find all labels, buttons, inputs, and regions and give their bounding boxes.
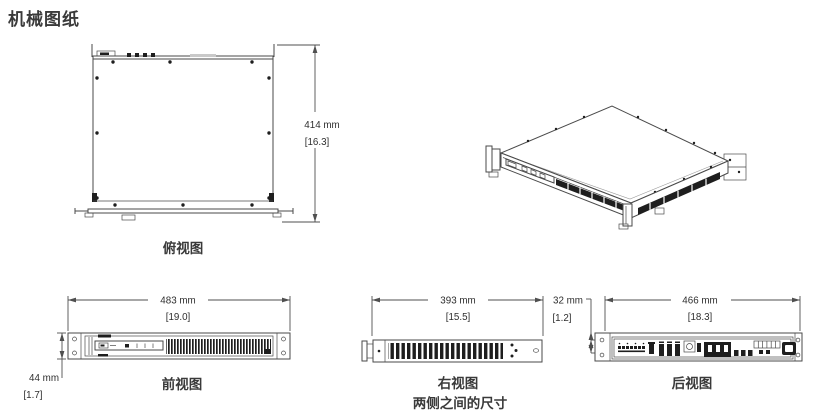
front-width-dimension: 483 mm [19.0] — [67, 296, 291, 331]
right-vent-slots — [388, 343, 503, 359]
right-depth-mm: 393 mm — [440, 296, 475, 307]
front-width-mm: 483 mm — [160, 296, 195, 307]
front-height-mm: 44 mm — [29, 373, 59, 384]
right-depth-dimension: 393 mm [15.5] — [371, 296, 544, 336]
right-depth-in: [15.5] — [446, 312, 471, 323]
rear-height-in: [1.2] — [552, 313, 571, 324]
front-height-in: [1.7] — [23, 390, 42, 401]
front-view-drawing: 483 mm [19.0] — [23, 296, 291, 401]
front-panel — [67, 332, 291, 360]
rear-panel — [594, 332, 803, 362]
front-height-dimension: 44 mm [1.7] — [23, 332, 66, 401]
right-side-panel — [361, 339, 543, 363]
right-view-sublabel: 两侧之间的尺寸 — [412, 396, 508, 411]
isometric-view-drawing — [485, 105, 747, 230]
rear-width-dimension: 466 mm [18.3] — [604, 296, 801, 331]
top-view-drawing: 414 mm [16.3] — [74, 44, 340, 223]
front-vent-grille — [166, 339, 271, 354]
top-view-depth-in: [16.3] — [305, 137, 330, 148]
rear-view-drawing: 32 mm [1.2] 466 mm [18.3] — [552, 296, 803, 362]
page-title: 机械图纸 — [8, 10, 80, 29]
top-view-outline — [74, 44, 294, 221]
top-view-depth-mm: 414 mm — [304, 120, 339, 131]
front-view-label: 前视图 — [161, 377, 203, 392]
top-view-dimension: 414 mm [16.3] — [277, 44, 340, 223]
rear-width-mm: 466 mm — [682, 296, 717, 307]
rear-connectors — [618, 340, 796, 357]
top-view-label: 俯视图 — [162, 241, 204, 256]
right-view-label: 右视图 — [437, 376, 479, 391]
rear-view-label: 后视图 — [671, 376, 713, 391]
isometric-unit — [485, 105, 747, 230]
rear-width-in: [18.3] — [688, 312, 713, 323]
rear-height-mm: 32 mm — [553, 296, 583, 307]
front-width-in: [19.0] — [166, 312, 191, 323]
right-view-drawing: 393 mm [15.5] — [361, 296, 544, 363]
